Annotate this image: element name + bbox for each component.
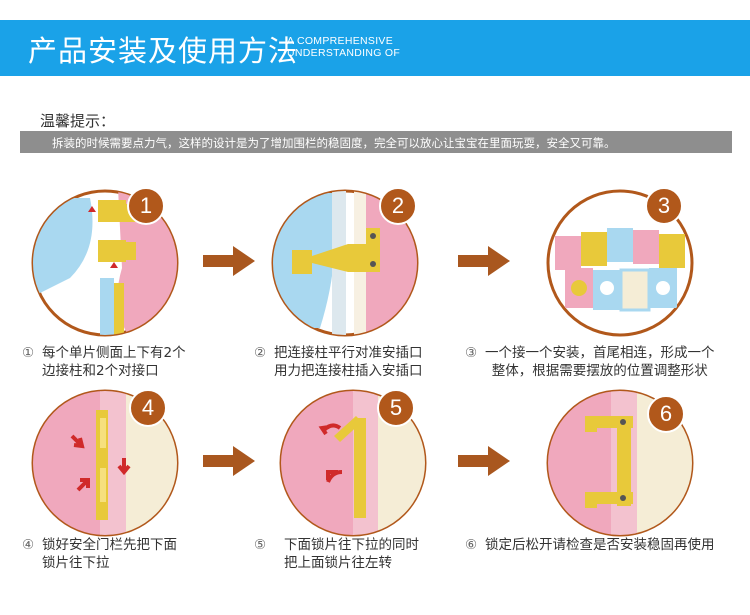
step-5-caption: ⑤ 下面锁片往下拉的同时 把上面锁片往左转	[254, 536, 419, 572]
header-banner: 产品安装及使用方法 A COMPREHENSIVE UNDERSTANDING …	[0, 20, 750, 76]
caption-text: 每个单片侧面上下有2个 边接柱和2个对接口	[42, 345, 186, 379]
step-6-caption: ⑥ 锁定后松开请检查是否安装稳固再使用	[465, 536, 715, 554]
step-4-badge-number: 4	[142, 395, 154, 420]
step-2-caption: ② 把连接柱平行对准安插口 用力把连接柱插入安插口	[254, 344, 423, 380]
page-subtitle: A COMPREHENSIVE UNDERSTANDING OF	[287, 35, 400, 59]
tip-text: 拆装的时候需要点力气，这样的设计是为了增加围栏的稳固度，完全可以放心让宝宝在里面…	[52, 136, 616, 150]
step-number-mark: ③	[465, 345, 478, 361]
step-3-caption: ③ 一个接一个安装，首尾相连，形成一个 整体，根据需要摆放的位置调整形状	[465, 344, 715, 380]
step-4-badge: 4	[128, 388, 168, 428]
step-1-caption: ① 每个单片侧面上下有2个 边接柱和2个对接口	[22, 344, 186, 380]
step-5-badge: 5	[376, 388, 416, 428]
tip-title: 温馨提示：	[40, 112, 116, 130]
tip-bar: 拆装的时候需要点力气，这样的设计是为了增加围栏的稳固度，完全可以放心让宝宝在里面…	[20, 131, 732, 153]
step-3-illustration	[545, 188, 695, 338]
step-2-badge: 2	[378, 186, 418, 226]
step-5-badge-number: 5	[390, 395, 402, 420]
step-3-badge-number: 3	[658, 193, 670, 218]
step-number-mark: ⑥	[465, 537, 478, 553]
step-6-badge: 6	[646, 394, 686, 434]
page-title: 产品安装及使用方法	[28, 34, 299, 68]
step-number-mark: ④	[22, 537, 35, 553]
step-3-badge: 3	[644, 186, 684, 226]
arrow-right-icon	[203, 446, 255, 480]
subtitle-line-2: UNDERSTANDING OF	[287, 47, 401, 59]
arrow-right-icon	[458, 446, 510, 480]
step-4-illustration	[30, 388, 180, 538]
step-2-badge-number: 2	[392, 193, 404, 218]
caption-text: 下面锁片往下拉的同时 把上面锁片往左转	[284, 537, 419, 571]
caption-text: 把连接柱平行对准安插口 用力把连接柱插入安插口	[274, 345, 423, 379]
arrow-right-icon	[458, 246, 510, 280]
step-4-caption: ④ 锁好安全门栏先把下面 锁片往下拉	[22, 536, 177, 572]
step-1-illustration	[30, 188, 180, 338]
caption-text: 一个接一个安装，首尾相连，形成一个 整体，根据需要摆放的位置调整形状	[485, 345, 715, 379]
step-6-badge-number: 6	[660, 401, 672, 426]
step-1-badge-number: 1	[140, 193, 152, 218]
step-number-mark: ①	[22, 345, 35, 361]
arrow-right-icon	[203, 246, 255, 280]
step-1-badge: 1	[126, 186, 166, 226]
caption-text: 锁好安全门栏先把下面 锁片往下拉	[42, 537, 177, 571]
step-2-illustration	[270, 188, 420, 338]
step-number-mark: ②	[254, 345, 267, 361]
caption-text: 锁定后松开请检查是否安装稳固再使用	[485, 537, 715, 553]
subtitle-line-1: A COMPREHENSIVE	[287, 35, 394, 47]
step-number-mark: ⑤	[254, 537, 267, 553]
